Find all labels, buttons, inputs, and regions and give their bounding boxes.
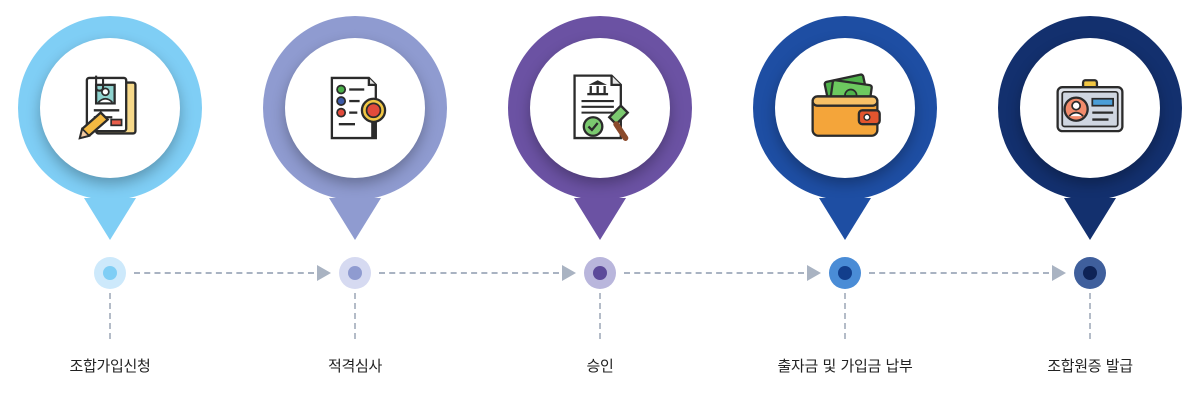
connector-line — [624, 272, 804, 274]
step-label: 조합가입신청 — [69, 357, 151, 375]
icon-circle — [285, 38, 425, 178]
dashed-drop-line — [109, 293, 111, 339]
icon-circle — [1020, 38, 1160, 178]
step-dot-center — [103, 266, 117, 280]
wallet-money-icon — [811, 73, 881, 137]
icon-circle — [530, 38, 670, 178]
dashed-drop-line — [599, 293, 601, 339]
connector-line — [134, 272, 314, 274]
step-payment: 출자금 및 가입금 납부 — [745, 0, 945, 400]
connector-line — [869, 272, 1049, 274]
step-approval: 승인 — [500, 0, 700, 400]
dashed-drop-line — [844, 293, 846, 339]
checklist-review-icon — [330, 76, 387, 140]
arrow-right-icon — [807, 265, 821, 281]
member-id-card-icon — [1056, 79, 1124, 133]
arrow-right-icon — [1052, 265, 1066, 281]
connector-line — [379, 272, 559, 274]
step-label: 조합원증 발급 — [1047, 357, 1133, 375]
approval-document-icon — [573, 74, 630, 141]
application-form-icon — [78, 75, 137, 140]
dashed-drop-line — [354, 293, 356, 339]
step-label: 출자금 및 가입금 납부 — [777, 357, 913, 375]
step-dot — [829, 257, 861, 289]
step-dot-center — [838, 266, 852, 280]
arrow-right-icon — [562, 265, 576, 281]
step-label: 적격심사 — [327, 357, 382, 375]
icon-circle — [775, 38, 915, 178]
step-dot-center — [348, 266, 362, 280]
step-review: 적격심사 — [255, 0, 455, 400]
step-dot-center — [1083, 266, 1097, 280]
icon-circle — [40, 38, 180, 178]
step-dot — [1074, 257, 1106, 289]
step-dot — [339, 257, 371, 289]
step-dot — [94, 257, 126, 289]
arrow-right-icon — [317, 265, 331, 281]
step-member-card: 조합원증 발급 — [990, 0, 1190, 400]
step-dot — [584, 257, 616, 289]
step-application: 조합가입신청 — [10, 0, 210, 400]
dashed-drop-line — [1089, 293, 1091, 339]
step-label: 승인 — [586, 357, 614, 375]
step-dot-center — [593, 266, 607, 280]
